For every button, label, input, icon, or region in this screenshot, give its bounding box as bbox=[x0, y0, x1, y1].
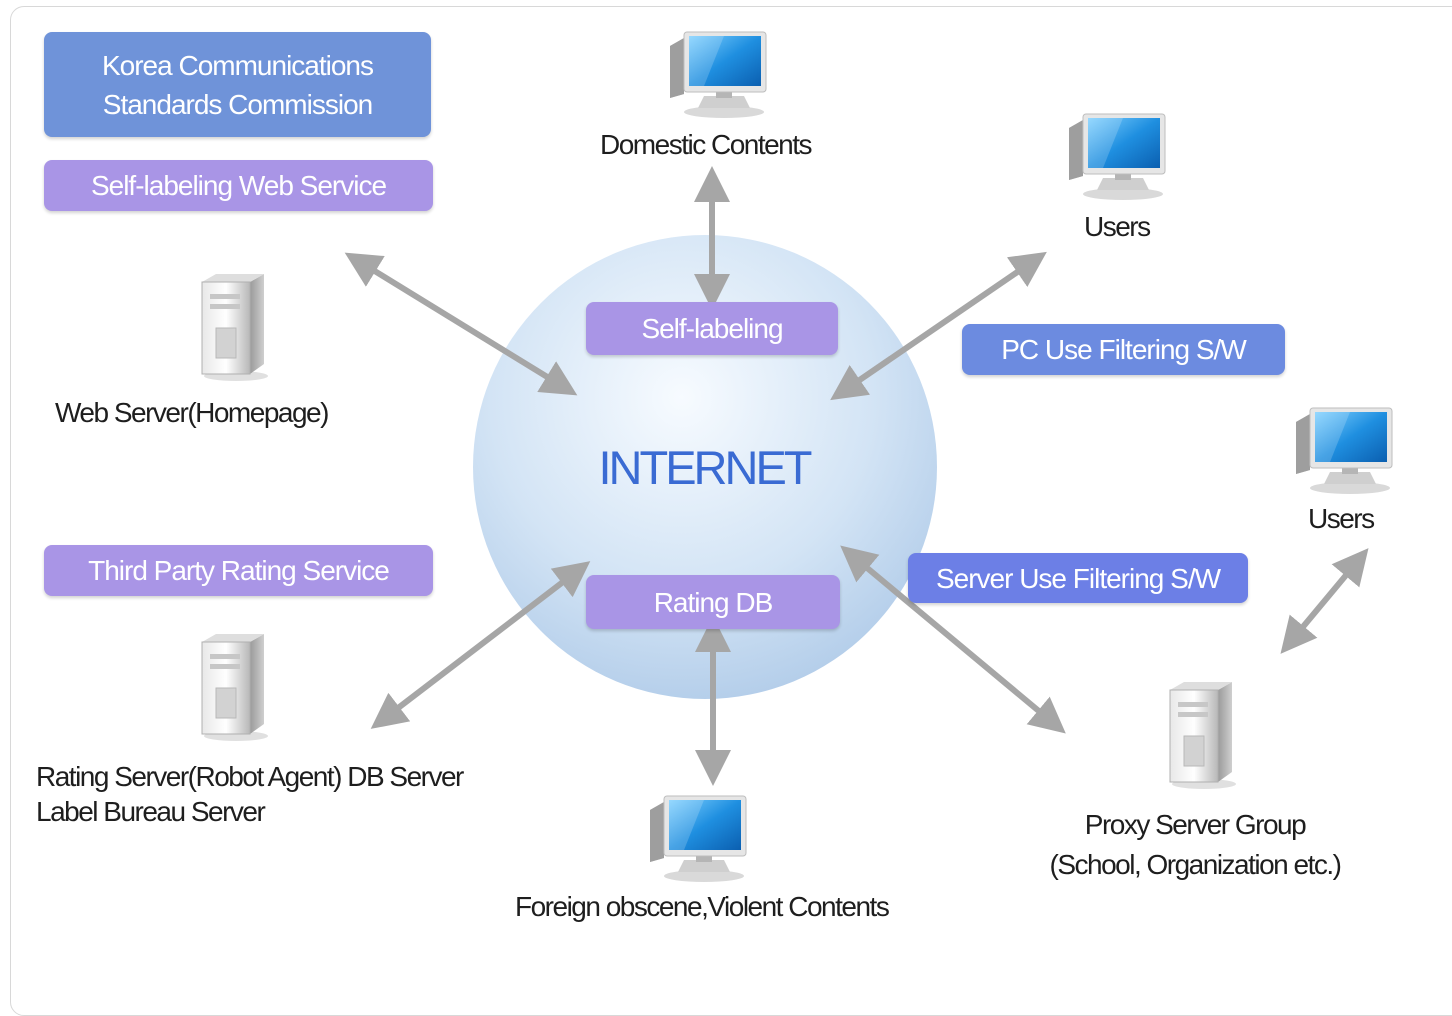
proxy-server-label-line2: (School, Organization etc.) bbox=[1049, 849, 1343, 880]
computer-monitor-icon bbox=[1295, 407, 1393, 495]
server-filtering-box: Server Use Filtering S/W bbox=[908, 553, 1248, 603]
arrow-web-server bbox=[344, 252, 578, 396]
proxy-server-label-line1: Proxy Server Group bbox=[1084, 809, 1307, 840]
connection-arrows bbox=[344, 166, 1369, 786]
computer-monitor-icon bbox=[649, 795, 747, 883]
arrow-users-right bbox=[1280, 548, 1369, 654]
rating-server-label-line2: Label Bureau Server bbox=[36, 796, 266, 827]
computer-monitor-icon bbox=[669, 31, 767, 119]
web-server-label: Web Server(Homepage) bbox=[55, 397, 329, 428]
server-tower-icon bbox=[201, 633, 269, 742]
arrow-proxy bbox=[840, 545, 1066, 734]
computer-monitor-icon bbox=[1068, 113, 1166, 201]
self-labeling-web-service-box: Self-labeling Web Service bbox=[44, 160, 433, 211]
rating-server-label-line1: Rating Server(Robot Agent) DB Server bbox=[36, 761, 464, 792]
rating-db-box: Rating DB bbox=[586, 575, 840, 629]
server-tower-icon bbox=[201, 273, 269, 382]
foreign-contents-label: Foreign obscene,Violent Contents bbox=[515, 891, 890, 922]
pc-filtering-box: PC Use Filtering S/W bbox=[962, 324, 1285, 375]
arrow-users-top bbox=[830, 251, 1047, 401]
third-party-rating-box: Third Party Rating Service bbox=[44, 545, 433, 596]
arrow-rating-server bbox=[370, 561, 591, 729]
users-right-label: Users bbox=[1308, 503, 1375, 534]
domestic-contents-label: Domestic Contents bbox=[600, 129, 813, 160]
server-tower-icon bbox=[1169, 681, 1237, 790]
internet-label: INTERNET bbox=[598, 441, 813, 494]
users-top-label: Users bbox=[1084, 211, 1151, 242]
self-labeling-box: Self-labeling bbox=[586, 302, 838, 355]
kcsc-box: Korea Communications Standards Commissio… bbox=[44, 32, 431, 137]
